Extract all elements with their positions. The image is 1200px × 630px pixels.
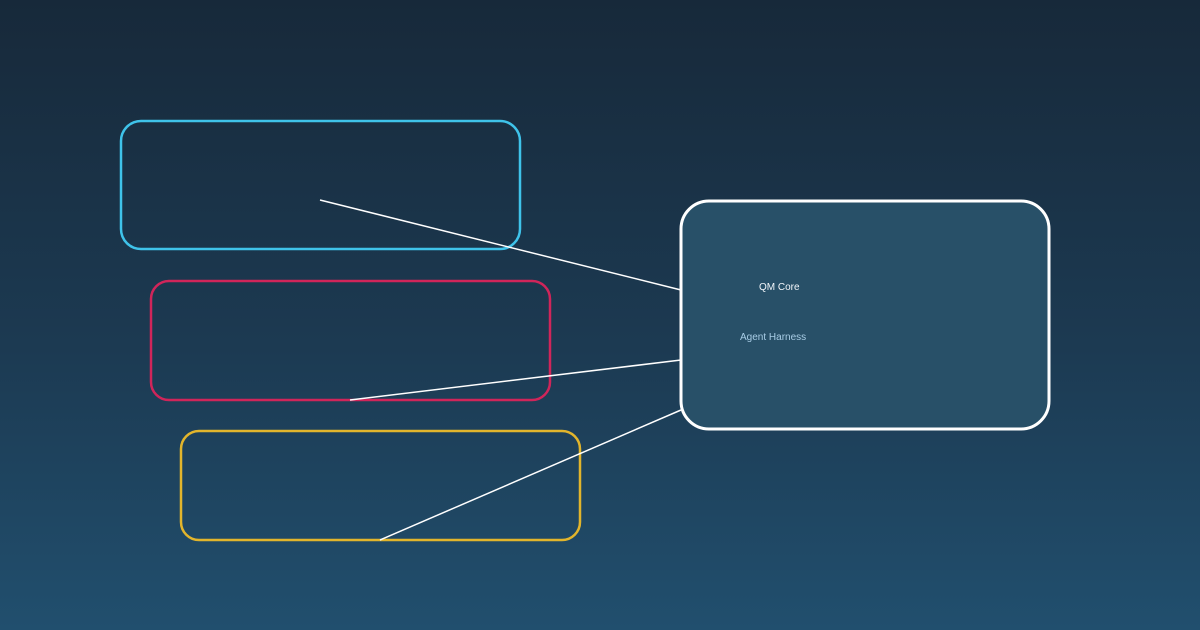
input-box-yellow [179,429,582,542]
core-title: QM Core [759,282,800,293]
input-box-magenta [149,279,552,402]
input-box-cyan [119,119,522,251]
core-subtitle: Agent Harness [740,332,806,343]
connector-magenta-to-core [349,359,682,401]
connector-yellow-to-core [379,409,682,541]
core-box [679,199,1051,431]
connector-cyan-to-core [319,199,682,291]
